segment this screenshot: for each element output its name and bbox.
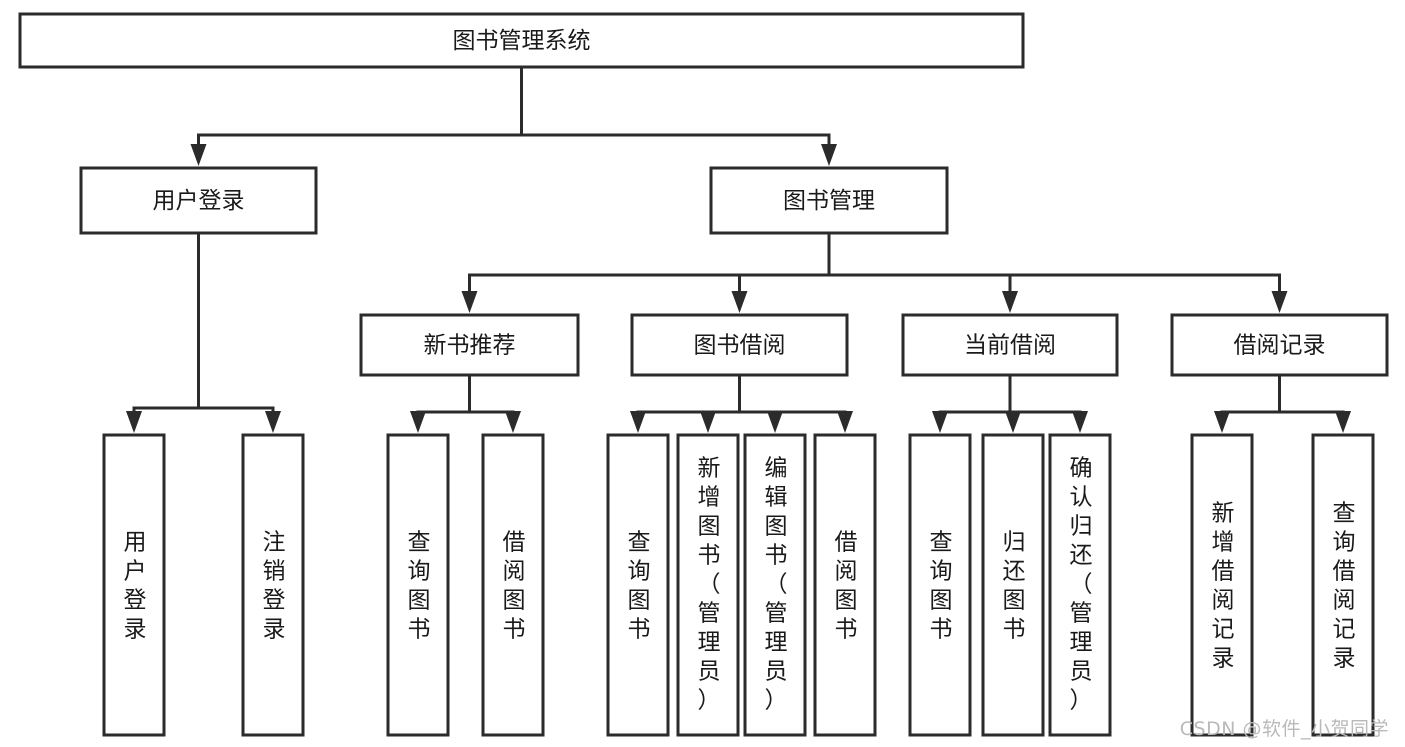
node-leaf-query-book-rec[interactable]: 查询图书 [386, 433, 450, 737]
node-label: 图书管理系统 [453, 28, 591, 54]
arrow-to-current-borrow [1002, 273, 1018, 313]
node-leaf-user-login[interactable]: 用户登录 [102, 433, 166, 737]
node-rect [1048, 433, 1112, 737]
node-rect [241, 433, 305, 737]
node-leaf-return-book[interactable]: 归还图书 [981, 433, 1045, 737]
arrow-to-leaf-add-record [1214, 410, 1230, 433]
node-rect [1190, 433, 1254, 737]
node-label: 注销登录 [263, 530, 286, 643]
node-rect [1311, 433, 1375, 737]
node-leaf-query-book-cur[interactable]: 查询图书 [908, 433, 972, 737]
node-leaf-query-book-bor[interactable]: 查询图书 [606, 433, 670, 737]
node-label: 归还图书 [1003, 530, 1026, 643]
node-label: 查询图书 [408, 530, 431, 643]
arrow-to-book-borrow [731, 273, 748, 313]
node-rect [102, 433, 166, 737]
arrow-to-new-book-rec [461, 273, 478, 313]
arrow-to-user-login [190, 133, 207, 166]
arrow-to-book-manage [821, 133, 837, 166]
node-leaf-user-logout[interactable]: 注销登录 [241, 433, 305, 737]
arrow-to-leaf-return-book [1005, 410, 1021, 433]
node-book-borrow[interactable]: 图书借阅 [630, 313, 849, 377]
node-rect [18, 12, 1025, 69]
connectors-layer [126, 65, 1351, 433]
node-rect [676, 433, 740, 737]
node-label: 用户登录 [124, 530, 147, 643]
node-label: 图书借阅 [694, 333, 786, 359]
node-label: 查询借阅记录 [1333, 501, 1356, 672]
node-rect [79, 166, 318, 235]
node-label: 当前借阅 [964, 333, 1056, 359]
arrow-to-leaf-query-book-bor [630, 410, 646, 433]
node-root-system[interactable]: 图书管理系统 [18, 12, 1025, 69]
node-rect [1170, 313, 1389, 377]
node-new-book-rec[interactable]: 新书推荐 [359, 313, 580, 377]
node-label: 查询图书 [628, 530, 651, 643]
node-rect [606, 433, 670, 737]
node-leaf-add-record[interactable]: 新增借阅记录 [1190, 433, 1254, 737]
node-user-login[interactable]: 用户登录 [79, 166, 318, 235]
node-label: 编辑图书（管理员） [765, 456, 788, 714]
node-rect [981, 433, 1045, 737]
node-leaf-borrow-book-bor[interactable]: 借阅图书 [813, 433, 877, 737]
arrow-to-leaf-user-logout [265, 406, 281, 433]
arrow-to-leaf-query-book-rec [410, 410, 426, 433]
node-borrow-record[interactable]: 借阅记录 [1170, 313, 1389, 377]
arrow-to-leaf-user-login [126, 406, 142, 433]
node-leaf-add-book[interactable]: 新增图书（管理员） [676, 433, 740, 737]
node-label: 借阅图书 [835, 530, 858, 643]
node-leaf-query-record[interactable]: 查询借阅记录 [1311, 433, 1375, 737]
node-rect [813, 433, 877, 737]
arrow-to-leaf-query-record [1335, 410, 1351, 433]
node-rect [386, 433, 450, 737]
node-label: 借阅记录 [1234, 333, 1326, 359]
node-label: 确认归还（管理员） [1070, 456, 1093, 714]
node-rect [908, 433, 972, 737]
node-label: 新增借阅记录 [1212, 501, 1235, 672]
node-current-borrow[interactable]: 当前借阅 [901, 313, 1119, 377]
arrow-to-leaf-query-book-cur [932, 410, 948, 433]
node-label: 新增图书（管理员） [698, 456, 721, 714]
arrow-to-leaf-borrow-book-bor [837, 410, 853, 433]
node-rect [481, 433, 545, 737]
node-label: 用户登录 [153, 188, 245, 214]
node-label: 图书管理 [783, 188, 875, 214]
node-leaf-confirm-return[interactable]: 确认归还（管理员） [1048, 433, 1112, 737]
node-leaf-borrow-book-rec[interactable]: 借阅图书 [481, 433, 545, 737]
node-rect [901, 313, 1119, 377]
node-label: 新书推荐 [424, 333, 516, 359]
node-rect [743, 433, 807, 737]
arrow-to-borrow-record [1271, 273, 1288, 313]
arrow-to-leaf-confirm-return [1072, 410, 1088, 433]
node-book-manage[interactable]: 图书管理 [709, 166, 949, 235]
node-rect [630, 313, 849, 377]
arrow-to-leaf-add-book [700, 410, 716, 433]
boxes-layer: 图书管理系统用户登录图书管理新书推荐图书借阅当前借阅借阅记录用户登录注销登录查询… [18, 12, 1389, 737]
node-label: 借阅图书 [503, 530, 526, 643]
arrow-to-leaf-borrow-book-rec [505, 410, 521, 433]
node-label: 查询图书 [930, 530, 953, 643]
node-rect [709, 166, 949, 235]
arrow-to-leaf-edit-book [767, 410, 783, 433]
node-rect [359, 313, 580, 377]
node-leaf-edit-book[interactable]: 编辑图书（管理员） [743, 433, 807, 737]
